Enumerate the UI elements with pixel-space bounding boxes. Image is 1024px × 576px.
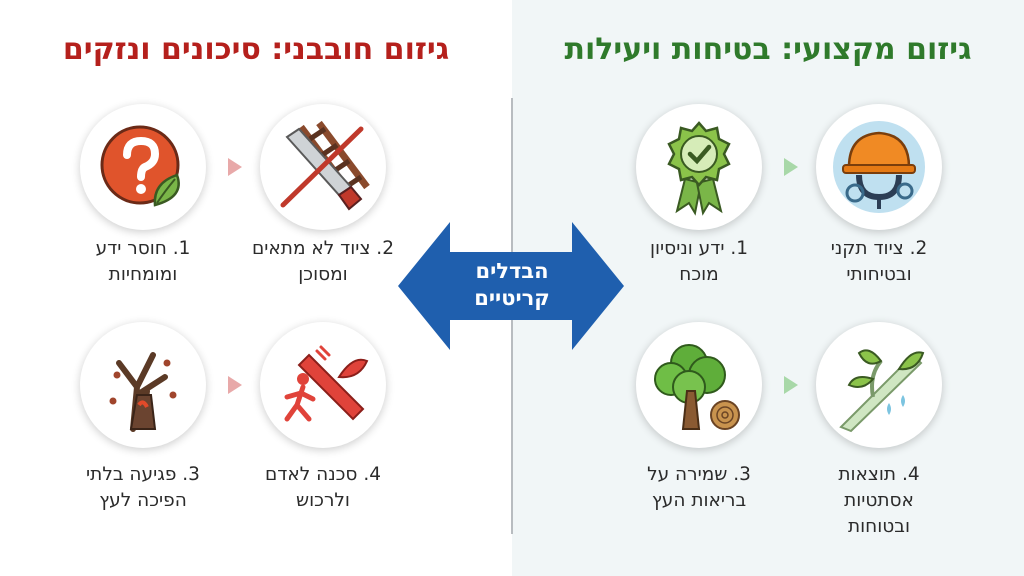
unprofessional-chevron-2 xyxy=(228,376,242,394)
chevron-right-icon xyxy=(784,158,798,176)
unprofessional-chevron-1 xyxy=(228,158,242,176)
professional-item-4-label: 4. תוצאות אסתטיות ובטוחות xyxy=(838,464,920,537)
chevron-right-icon xyxy=(228,376,242,394)
professional-item-3-circle xyxy=(636,322,762,448)
unprofessional-item-3-circle xyxy=(80,322,206,448)
certified-badge-icon xyxy=(667,121,731,216)
professional-item-3-label: 3. שמירה על בריאות העץ xyxy=(647,464,751,511)
saw-ladder-crossed-icon xyxy=(280,120,370,211)
unprofessional-item-4-label: 4. סכנה לאדם ולרכוש xyxy=(265,464,381,511)
unprofessional-item-1-circle xyxy=(80,104,206,230)
professional-item-1-circle xyxy=(636,104,762,230)
double-arrow-icon xyxy=(398,222,624,350)
helmet-rope-icon xyxy=(833,121,925,213)
unprofessional-item-3-label: 3. פגיעה בלתי הפיכה לעץ xyxy=(86,464,200,511)
professional-item-2-circle xyxy=(816,104,942,230)
professional-item-1-label: 1. ידע וניסיון מוכח xyxy=(649,238,749,285)
chevron-right-icon xyxy=(784,376,798,394)
unprofessional-item-4-circle xyxy=(260,322,386,448)
professional-title: גיזום מקצועי: בטיחות ויעילות xyxy=(564,32,972,67)
falling-branch-danger-icon xyxy=(284,345,369,422)
healthy-tree-icon xyxy=(654,344,740,430)
unprofessional-item-1-label: 1. חוסר ידע ומומחיות xyxy=(95,238,191,285)
professional-chevron-2 xyxy=(784,376,798,394)
unprofessional-title: גיזום חובבני: סיכונים ונזקים xyxy=(62,32,450,67)
question-leaf-icon xyxy=(100,125,180,207)
professional-chevron-1 xyxy=(784,158,798,176)
chevron-right-icon xyxy=(228,158,242,176)
professional-item-4-circle xyxy=(816,322,942,448)
professional-item-2-label: 2. ציוד תקני ובטיחותי xyxy=(830,238,928,285)
center-arrow-label: הבדלים קריטיים xyxy=(474,259,550,310)
center-double-arrow xyxy=(398,222,624,350)
unprofessional-item-2-circle xyxy=(260,104,386,230)
unprofessional-item-2-label: 2. ציוד לא מתאים ומסוכן xyxy=(252,238,394,285)
pruned-branch-icon xyxy=(839,349,925,433)
damaged-tree-icon xyxy=(109,352,177,432)
